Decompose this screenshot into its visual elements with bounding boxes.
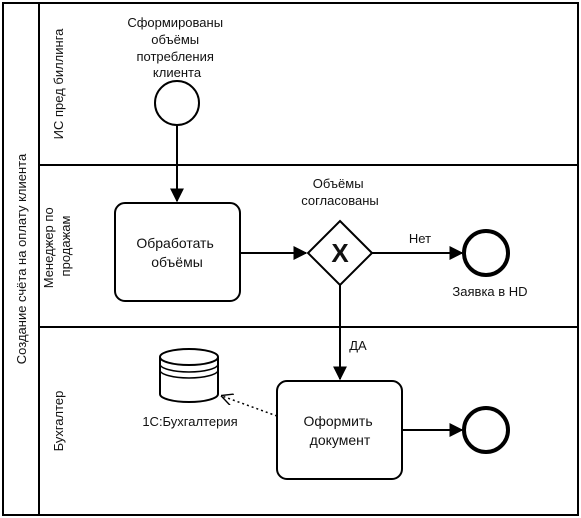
task-create-document[interactable]	[276, 380, 403, 480]
gateway-x-icon: X	[331, 238, 349, 268]
pool-title: Создание счёта на оплату клиента	[14, 153, 29, 364]
lane-label-manager-line-2: продажам	[58, 215, 73, 276]
gateway-label-line-2: согласованы	[301, 193, 379, 208]
start-event-label-line-3: потребления	[136, 49, 213, 64]
lane-label-accountant: Бухгалтер	[51, 391, 66, 452]
data-store-top	[159, 348, 219, 366]
task-process-volumes-line-1: Обработать	[136, 235, 213, 251]
task-create-document-line-2: документ	[310, 432, 371, 448]
lane-label-manager-line-1: Менеджер по	[41, 207, 56, 288]
task-process-volumes-line-2: объёмы	[151, 254, 203, 270]
gateway-label-line-1: Объёмы	[313, 176, 364, 191]
data-store-1c[interactable]	[159, 348, 219, 403]
task-create-document-label: Оформить документ	[303, 413, 376, 448]
task-process-volumes[interactable]	[114, 202, 241, 302]
flow-no-label: Нет	[409, 231, 431, 246]
start-event[interactable]	[154, 80, 200, 126]
start-event-label-line-4: клиента	[153, 65, 202, 80]
start-event-label: Сформированы объёмы потребления клиента	[127, 15, 226, 80]
lane-label-is: ИС пред биллинга	[51, 28, 66, 140]
start-event-label-line-2: объёмы	[151, 32, 199, 47]
data-store-label: 1С:Бухгалтерия	[142, 414, 237, 429]
data-store-ring-2	[159, 369, 219, 379]
start-event-label-line-1: Сформированы	[127, 15, 223, 30]
end-event-final[interactable]	[462, 406, 510, 454]
data-store-body	[159, 357, 219, 403]
end-event-hd-label: Заявка в HD	[452, 284, 527, 299]
lane-label-manager: Менеджер по продажам	[41, 204, 73, 289]
task-create-document-line-1: Оформить	[303, 413, 372, 429]
gateway-label: Объёмы согласованы	[301, 176, 379, 208]
end-event-hd[interactable]	[462, 229, 510, 277]
data-store-ring-1	[159, 363, 219, 373]
flow-yes-label: ДА	[349, 338, 367, 353]
task-process-volumes-label: Обработать объёмы	[136, 235, 217, 270]
